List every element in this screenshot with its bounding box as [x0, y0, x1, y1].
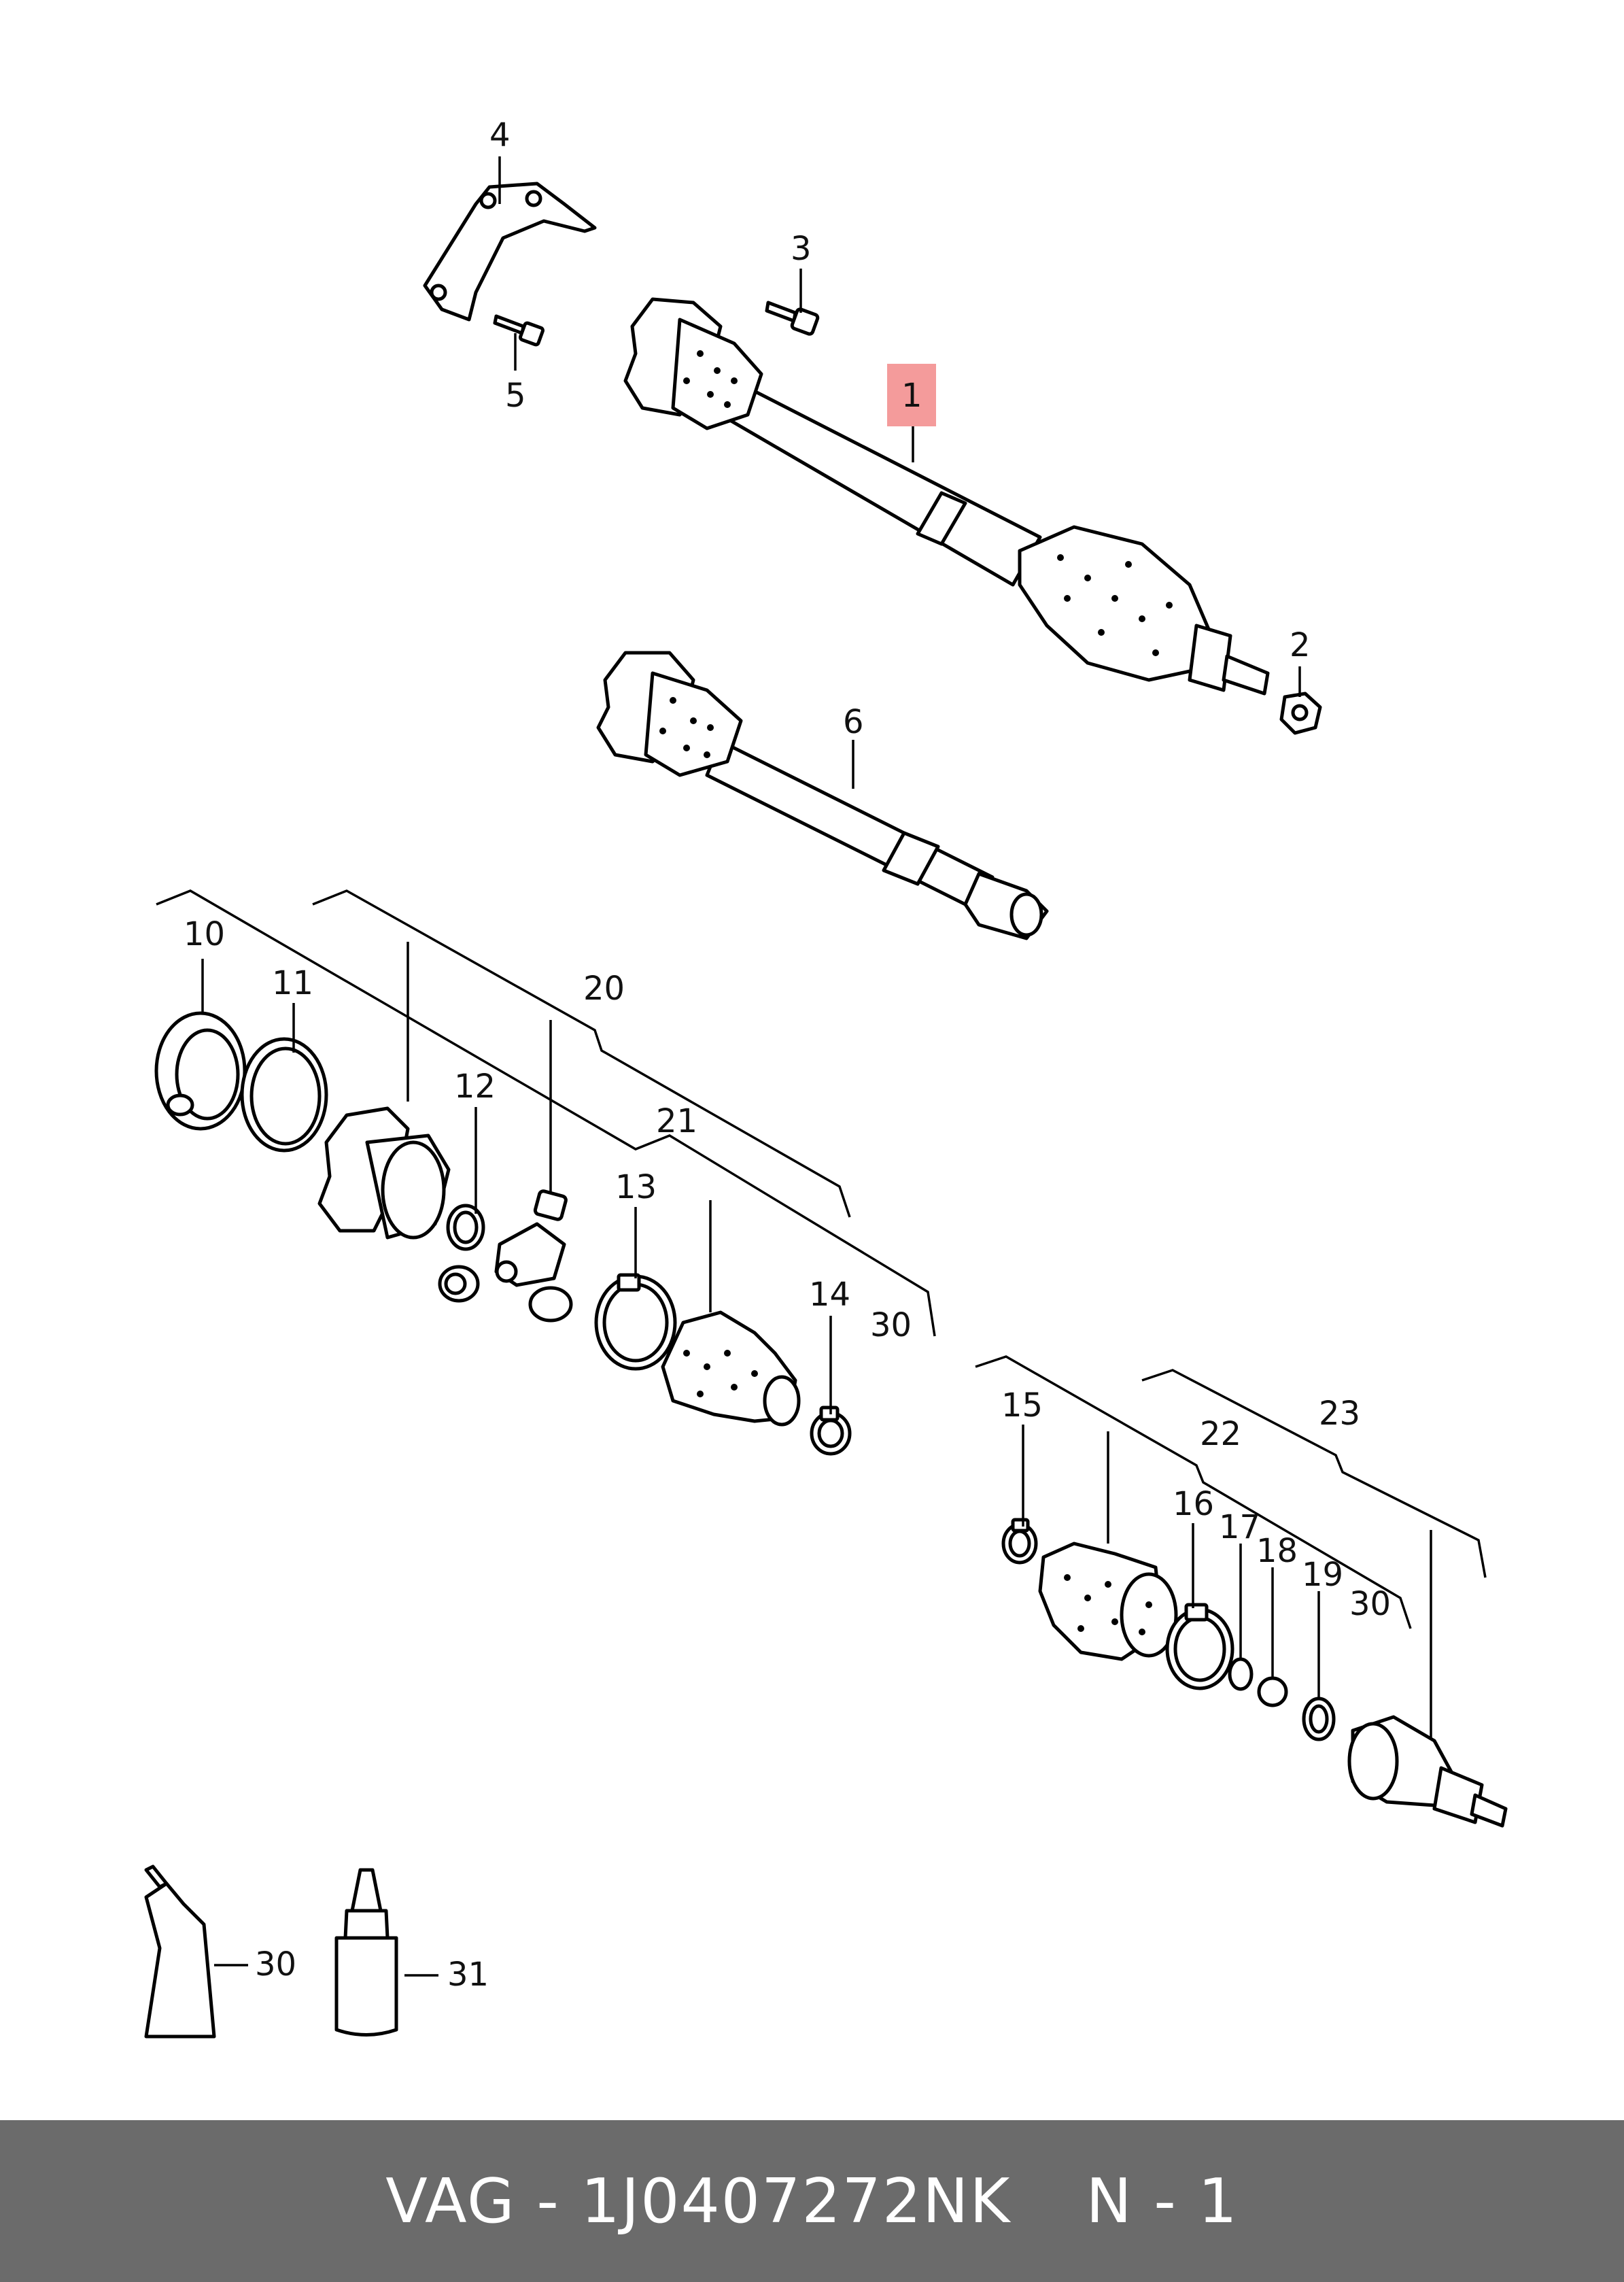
sealant-bottle-31 — [334, 1868, 398, 2037]
bolt-3 — [765, 301, 820, 336]
callout-16: 16 — [1173, 1485, 1214, 1523]
callout-18: 18 — [1256, 1532, 1298, 1570]
group-brackets — [156, 889, 936, 1337]
callout-12: 12 — [454, 1068, 496, 1106]
washer-17 — [1228, 1657, 1254, 1691]
callout-6: 6 — [843, 703, 864, 741]
callout-10: 10 — [184, 915, 225, 953]
part-number: VAG - 1J0407272NK — [385, 2165, 1012, 2237]
callout-4: 4 — [489, 116, 511, 154]
callout-30-upper: 30 — [870, 1306, 912, 1344]
highlight-box — [887, 364, 936, 426]
callout-21: 21 — [656, 1102, 697, 1140]
ring-10 — [154, 1011, 247, 1131]
page-number: N - 1 — [1086, 2165, 1239, 2237]
seal-ring-11 — [240, 1037, 328, 1153]
callout-31: 31 — [447, 1956, 489, 1994]
drive-shaft-6 — [596, 651, 1049, 940]
leader-lines — [201, 156, 1320, 1977]
circlip-19 — [1302, 1697, 1336, 1741]
nut-2 — [1279, 692, 1322, 735]
spacer-18 — [1257, 1676, 1288, 1707]
part-number-footer: VAG - 1J0407272NK N - 1 — [0, 2120, 1624, 2282]
group-brackets-right — [975, 1355, 1487, 1737]
heat-shield-bracket — [423, 182, 597, 322]
boot-21 — [661, 1310, 801, 1427]
bolt-5 — [493, 314, 545, 347]
callout-13: 13 — [615, 1168, 657, 1206]
bushing — [438, 1265, 480, 1303]
clamp-15 — [1001, 1518, 1038, 1565]
callout-5: 5 — [505, 377, 526, 415]
tripod-spider — [494, 1189, 573, 1323]
joint-housing-20 — [317, 1106, 451, 1240]
callout-15: 15 — [1001, 1386, 1043, 1425]
callout-1: 1 — [901, 377, 922, 415]
callout-30-right: 30 — [1349, 1585, 1391, 1623]
clamp-14 — [810, 1406, 852, 1456]
callout-14: 14 — [809, 1276, 850, 1314]
callout-3: 3 — [791, 230, 812, 268]
drive-shaft-1 — [623, 297, 1270, 696]
callout-22: 22 — [1200, 1415, 1241, 1453]
clamp-13 — [594, 1273, 677, 1371]
callout-20: 20 — [583, 970, 625, 1008]
callout-30-tube: 30 — [255, 1945, 296, 1983]
callout-17: 17 — [1219, 1508, 1260, 1546]
grease-tube-30 — [144, 1864, 216, 2039]
callout-19: 19 — [1302, 1556, 1343, 1594]
callout-11: 11 — [272, 964, 313, 1002]
boot-22 — [1038, 1542, 1178, 1661]
callout-labels: 1 2 3 4 5 6 10 11 12 13 14 15 16 17 18 1… — [184, 116, 1391, 1994]
cv-joint-23 — [1347, 1715, 1508, 1828]
callout-2: 2 — [1290, 626, 1311, 664]
clamp-16 — [1165, 1603, 1234, 1690]
callout-23: 23 — [1319, 1395, 1360, 1433]
circlip-12 — [446, 1204, 485, 1251]
exploded-parts-diagram: 1 2 3 4 5 6 10 11 12 13 14 15 16 17 18 1… — [144, 116, 1508, 2039]
